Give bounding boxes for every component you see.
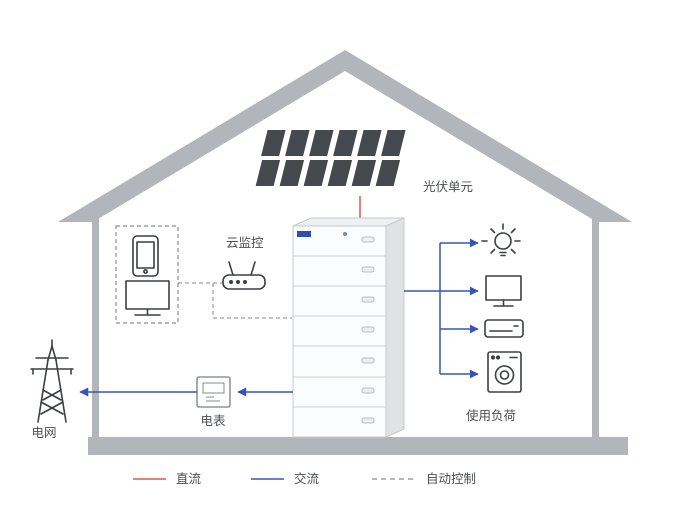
solar-panel: [381, 130, 406, 156]
battery-indicator: [343, 232, 347, 236]
solar-panel-array: [255, 130, 406, 186]
tv-icon: [485, 275, 522, 307]
solar-panel: [303, 160, 329, 186]
solar-panel: [327, 160, 353, 186]
bulb-icon: [481, 223, 521, 257]
solar-panel: [285, 130, 310, 156]
solar-panel: [279, 160, 305, 186]
meter-label: 电表: [200, 413, 226, 428]
house-wall-right: [592, 216, 599, 437]
washer-icon: [487, 351, 522, 393]
legend-auto-label: 自动控制: [426, 471, 476, 486]
load-label: 使用负荷: [466, 408, 516, 423]
house-wall-left: [92, 216, 99, 437]
solar-panel: [261, 130, 286, 156]
ac-lines: [79, 238, 479, 397]
control-line-router-battery: [212, 283, 292, 319]
devices-dashed-box: [115, 225, 179, 324]
solar-panel: [255, 160, 281, 186]
battery-module-dividers: [293, 255, 386, 408]
phone-icon: [132, 235, 159, 277]
solar-panel: [333, 130, 358, 156]
battery-top-face: [292, 217, 405, 227]
battery-stack: [292, 217, 405, 438]
grid-label: 电网: [31, 425, 56, 440]
house-structure: [58, 50, 632, 455]
router-icon: [222, 261, 266, 290]
ac-unit-icon: [484, 319, 524, 338]
meter-icon: [196, 376, 231, 408]
solar-panel: [375, 160, 401, 186]
legend-ac-label: 交流: [294, 471, 320, 486]
monitor-icon: [125, 280, 170, 316]
battery-handles: [361, 236, 375, 424]
legend: 直流 交流 自动控制: [133, 471, 476, 486]
control-lines: [178, 282, 292, 319]
house-roof: [58, 50, 632, 222]
grid-tower-icon: [30, 339, 74, 423]
solar-panel: [309, 130, 334, 156]
solar-panel: [351, 160, 377, 186]
solar-panel: [357, 130, 382, 156]
battery-side-face: [385, 217, 405, 438]
house-floor: [88, 437, 628, 455]
legend-dc-label: 直流: [176, 471, 202, 486]
cloud-monitoring-label: 云监控: [226, 235, 264, 250]
pv-unit-label: 光伏单元: [423, 179, 473, 194]
battery-logo: [297, 231, 311, 237]
